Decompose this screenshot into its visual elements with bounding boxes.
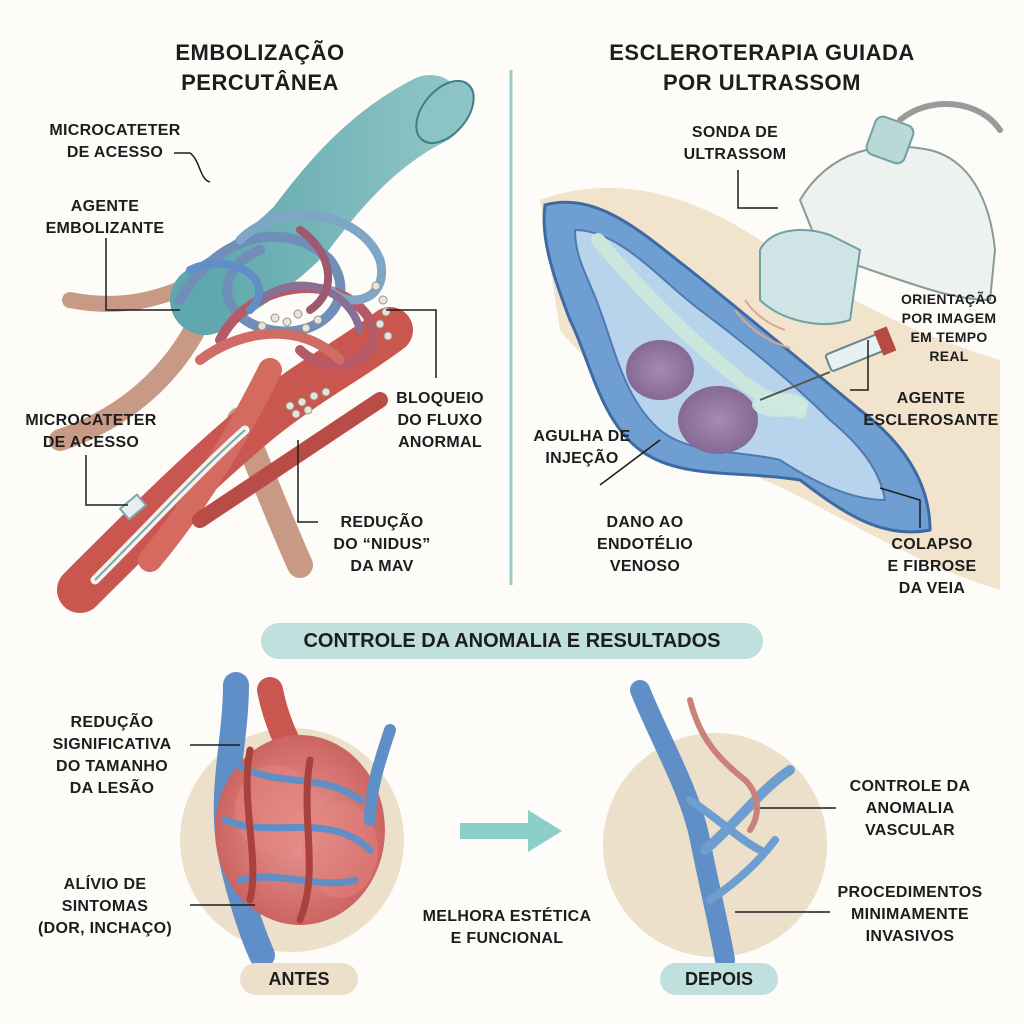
embolization-title: EMBOLIZAÇÃO PERCUTÂNEA [175,40,345,95]
label-endothelium: DANO AO ENDOTÉLIO VENOSO [596,514,694,575]
label-guidance: ORIENTAÇÃO POR IMAGEM EM TEMPO REAL [900,291,998,364]
label-probe: SONDA DE ULTRASSOM [683,124,787,163]
label-needle: AGULHA DE INJEÇÃO [533,428,631,467]
results-banner: CONTROLE DA ANOMALIA E RESULTADOS [261,623,763,659]
label-flow-block: BLOQUEIO DO FLUXO ANORMAL [396,390,484,451]
label-vascular-control: CONTROLE DA ANOMALIA VASCULAR [849,778,971,839]
before-illustration [180,672,404,968]
label-nidus-reduction: REDUÇÃO DO “NIDUS” DA MAV [333,514,431,575]
after-badge: DEPOIS [660,963,778,995]
sclerotherapy-title: ESCLEROTERAPIA GUIADA POR ULTRASSOM [609,40,915,95]
before-badge: ANTES [240,963,358,995]
label-size-reduction: REDUÇÃO SIGNIFICATIVA DO TAMANHO DA LESÃ… [52,714,172,797]
avm-vessel-illustration [49,75,475,613]
label-microcatheter-bottom: MICROCATETER DE ACESSO [25,412,157,451]
label-symptom-relief: ALÍVIO DE SINTOMAS (DOR, INCHAÇO) [38,876,172,937]
label-improvement: MELHORA ESTÉTICA E FUNCIONAL [422,908,592,947]
label-minimally-invasive: PROCEDIMENTOS MINIMAMENTE INVASIVOS [837,884,983,945]
before-after-arrow [460,810,562,852]
label-embolic-agent: AGENTE EMBOLIZANTE [45,198,165,237]
sclerotherapy-illustration [540,101,1003,590]
after-illustration [603,680,836,970]
label-microcatheter-top: MICROCATETER DE ACESSO [49,122,181,161]
label-collapse: COLAPSO E FIBROSE DA VEIA [887,536,977,597]
label-sclerosing-agent: AGENTE ESCLEROSANTE [863,390,999,429]
